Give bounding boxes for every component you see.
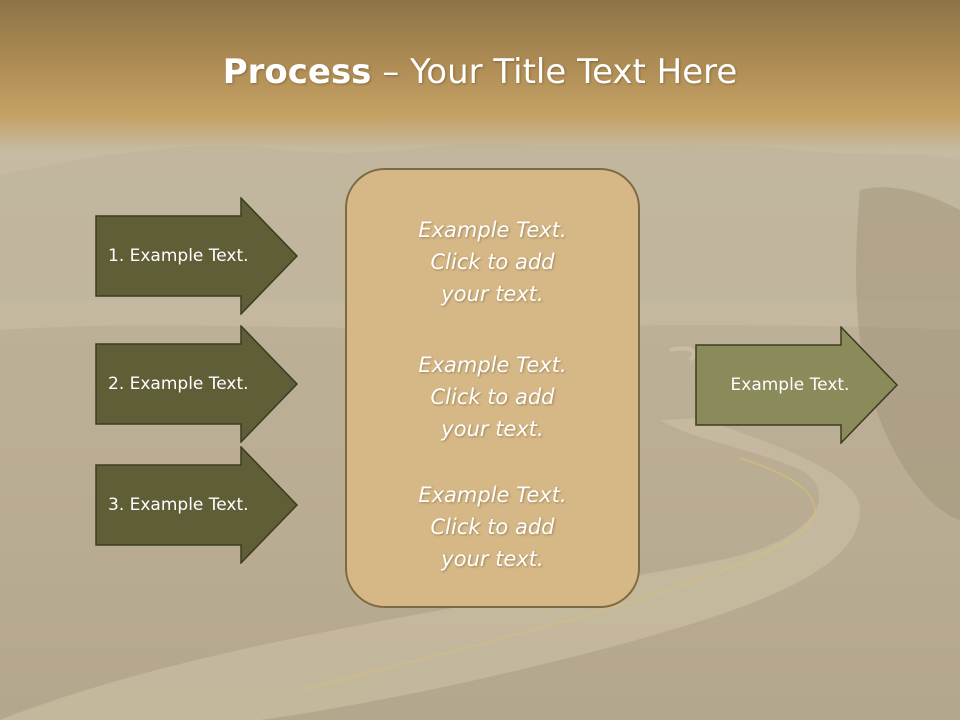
center-item-2[interactable]: Example Text. Click to add your text. bbox=[347, 349, 638, 445]
center-item-1[interactable]: Example Text. Click to add your text. bbox=[347, 214, 638, 310]
right-arrow[interactable]: Example Text. bbox=[695, 326, 900, 444]
left-arrow-1[interactable]: 1. Example Text. bbox=[95, 197, 300, 315]
center-item-3[interactable]: Example Text. Click to add your text. bbox=[347, 479, 638, 575]
left-arrow-3-label: 3. Example Text. bbox=[108, 495, 249, 515]
center-text-box[interactable]: Example Text. Click to add your text. Ex… bbox=[345, 168, 640, 608]
center-item-3-line2: Click to add bbox=[430, 515, 555, 539]
page-title: Process – Your Title Text Here bbox=[0, 52, 960, 92]
left-arrow-2-label: 2. Example Text. bbox=[108, 374, 249, 394]
title-band bbox=[0, 0, 960, 150]
left-arrow-1-label: 1. Example Text. bbox=[108, 246, 249, 266]
center-item-3-line3: your text. bbox=[441, 547, 544, 571]
center-item-2-line3: your text. bbox=[441, 417, 544, 441]
right-arrow-label: Example Text. bbox=[730, 375, 850, 395]
left-arrow-2[interactable]: 2. Example Text. bbox=[95, 325, 300, 443]
left-arrow-3[interactable]: 3. Example Text. bbox=[95, 446, 300, 564]
center-item-2-line2: Click to add bbox=[430, 385, 555, 409]
center-item-1-line1: Example Text. bbox=[418, 218, 567, 242]
center-item-1-line3: your text. bbox=[441, 282, 544, 306]
arrow-right-shape-icon bbox=[95, 197, 299, 315]
arrow-right-shape-icon bbox=[95, 325, 299, 443]
center-item-1-line2: Click to add bbox=[430, 250, 555, 274]
center-item-3-line1: Example Text. bbox=[418, 483, 567, 507]
center-item-2-line1: Example Text. bbox=[418, 353, 567, 377]
title-bold-part: Process bbox=[222, 52, 372, 92]
title-rest-part: – Your Title Text Here bbox=[371, 52, 738, 92]
arrow-right-shape-icon bbox=[95, 446, 299, 564]
arrow-right-shape-icon bbox=[695, 326, 899, 444]
